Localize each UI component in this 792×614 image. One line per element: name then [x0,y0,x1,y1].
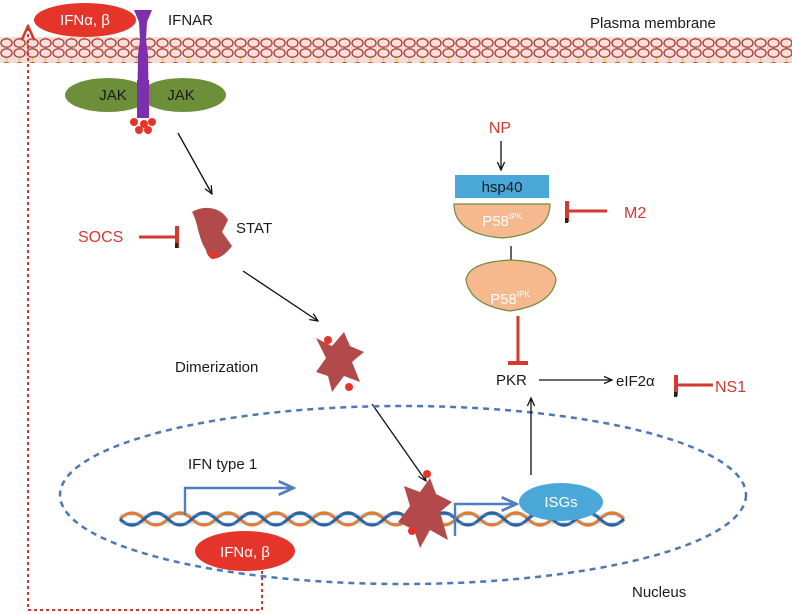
jak-left-label: JAK [99,87,127,104]
jak-left [65,78,151,112]
socs-label: SOCS [78,229,123,246]
ifnar-label: IFNAR [168,12,213,29]
isgs-node [519,483,603,521]
feedback-loop-dashed [28,26,263,611]
isgs-transcription-arrow [453,504,515,536]
phosphate-dots [130,118,156,134]
stat-dimer-bound [398,478,452,548]
p58-mid [465,259,557,312]
ifn-ligand-bottom [195,531,295,571]
p58-top-label: P58IPK [482,212,522,230]
ifn-type1-transcription-arrow [183,488,292,515]
plasma-membrane [0,37,792,63]
stat-dimer [316,332,364,392]
ifn-ligand-top [34,3,136,37]
pkr-label: PKR [496,372,527,389]
stat-monomer [192,207,232,259]
arrow-dimer-to-dna [371,403,426,481]
jak-right-label: JAK [167,87,195,104]
ns1-label: NS1 [715,379,746,396]
eif2a-label: eIF2α [616,373,655,390]
m2-label: M2 [624,205,646,222]
dimerization-label: Dimerization [175,359,258,376]
arrow-jak-to-stat [177,132,212,194]
nucleus-envelope [58,404,748,586]
jak-right [140,78,226,112]
ifn-type1-label: IFN type 1 [188,456,257,473]
ifn-ligand-top-label: IFNα, β [60,12,110,29]
arrow-stat-to-dimer [242,270,318,321]
ifn-ligand-bottom-label: IFNα, β [220,544,270,561]
hsp40-box [455,175,549,198]
np-label: NP [489,120,511,137]
stat-label: STAT [236,220,272,237]
p58-mid-label: P58IPK [490,290,530,308]
plasma-membrane-label: Plasma membrane [590,15,716,32]
nucleus-label: Nucleus [632,584,686,601]
p58-top [453,203,551,239]
hsp40-label: hsp40 [482,179,523,196]
isgs-label: ISGs [544,494,577,511]
